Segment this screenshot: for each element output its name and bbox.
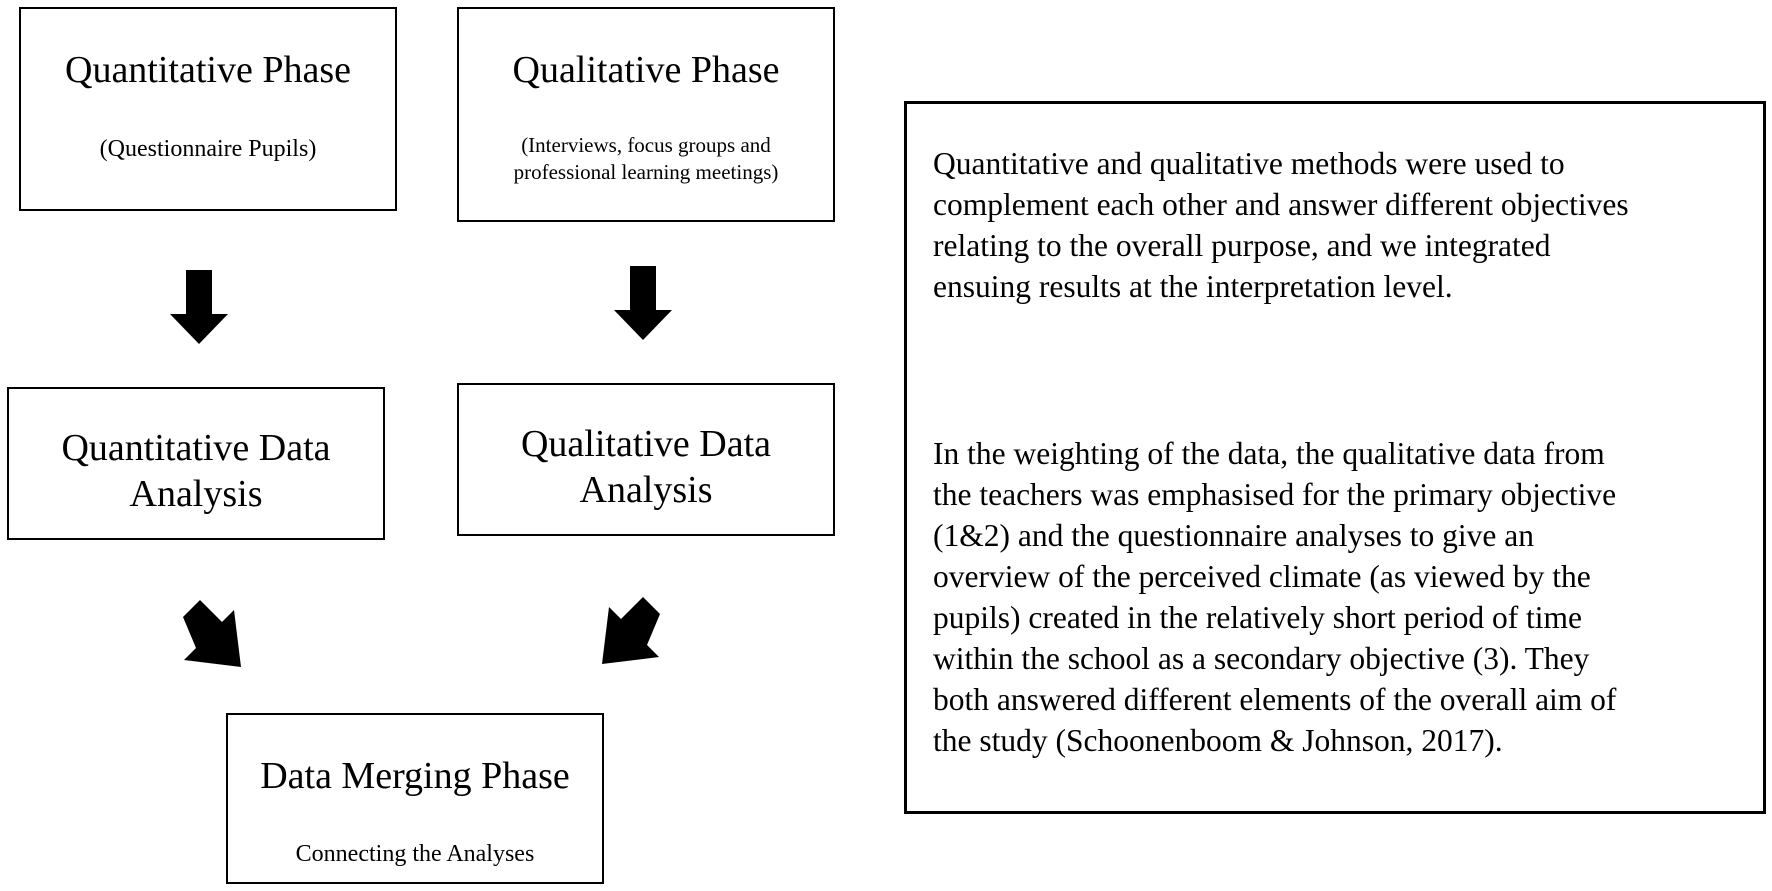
description-paragraph-2: In the weighting of the data, the qualit… <box>933 433 1745 761</box>
paragraph-2-line: both answered different elements of the … <box>933 682 1617 717</box>
qualitative-phase-title: Qualitative Phase <box>512 49 780 91</box>
paragraph-2-line: (1&2) and the questionnaire analyses to … <box>933 518 1534 553</box>
description-panel: Quantitative and qualitative methods wer… <box>904 101 1766 814</box>
quantitative-analysis-title-line1: Quantitative Data <box>61 427 331 469</box>
quantitative-analysis-title-line2: Analysis <box>129 473 263 515</box>
merging-phase-subtitle: Connecting the Analyses <box>295 841 535 867</box>
arrow-diagonal-right <box>602 597 660 664</box>
paragraph-1-line: ensuing results at the interpretation le… <box>933 269 1453 304</box>
paragraph-2-line: overview of the perceived climate (as vi… <box>933 559 1591 594</box>
qualitative-phase-subtitle-line2: professional learning meetings) <box>513 160 779 184</box>
arrow-diagonal-left <box>183 600 241 667</box>
paragraph-2-line: within the school as a secondary objecti… <box>933 641 1590 676</box>
paragraph-2-line: the teachers was emphasised for the prim… <box>933 477 1617 512</box>
qualitative-phase-box: Qualitative Phase (Interviews, focus gro… <box>457 7 835 222</box>
merging-phase-title: Data Merging Phase <box>260 755 570 797</box>
quantitative-phase-box: Quantitative Phase (Questionnaire Pupils… <box>19 7 397 211</box>
arrow-down-quantitative <box>170 270 228 344</box>
qualitative-analysis-title-line2: Analysis <box>579 469 713 511</box>
paragraph-2-line: pupils) created in the relatively short … <box>933 600 1583 635</box>
quantitative-analysis-box: Quantitative Data Analysis <box>7 387 385 540</box>
paragraph-1-line: complement each other and answer differe… <box>933 187 1629 222</box>
paragraph-1-line: Quantitative and qualitative methods wer… <box>933 146 1565 181</box>
qualitative-analysis-title-line1: Qualitative Data <box>520 423 772 465</box>
arrow-down-qualitative <box>614 266 672 340</box>
paragraph-1-line: relating to the overall purpose, and we … <box>933 228 1551 263</box>
quantitative-phase-title: Quantitative Phase <box>65 49 351 91</box>
qualitative-phase-subtitle-line1: (Interviews, focus groups and <box>521 133 771 157</box>
paragraph-2-line: the study (Schoonenboom & Johnson, 2017)… <box>933 723 1503 758</box>
paragraph-2-line: In the weighting of the data, the qualit… <box>933 436 1605 471</box>
quantitative-phase-subtitle: (Questionnaire Pupils) <box>99 136 317 162</box>
description-paragraph-1: Quantitative and qualitative methods wer… <box>933 143 1745 307</box>
merging-phase-box: Data Merging Phase Connecting the Analys… <box>226 713 604 884</box>
qualitative-analysis-box: Qualitative Data Analysis <box>457 383 835 536</box>
